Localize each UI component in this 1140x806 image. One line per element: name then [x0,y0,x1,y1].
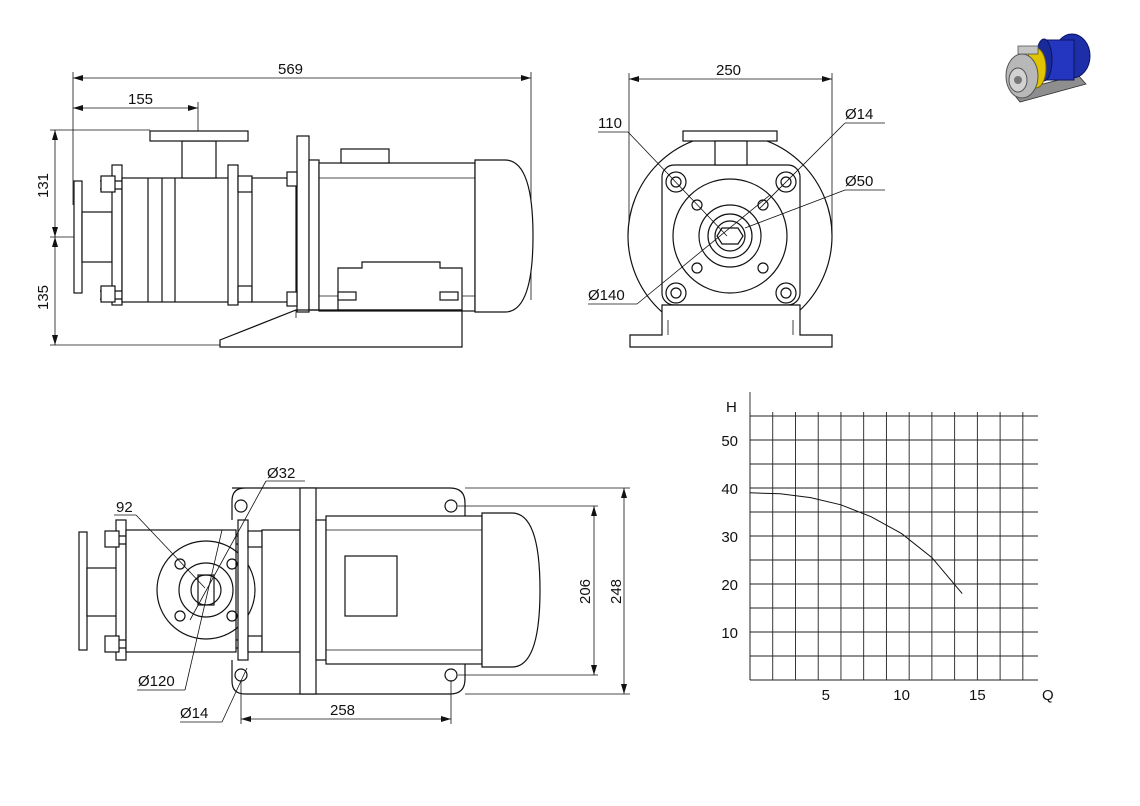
height-lower-label: 135 [35,285,52,310]
top-flange-dia-label: Ø120 [138,673,175,690]
top-port-dia-label: Ø32 [267,465,295,482]
chart-grid [749,392,1038,681]
chart-series-line [749,492,963,594]
side-view: 569 155 131 135 [35,61,534,348]
front-view: 250 110 Ø14 Ø50 Ø140 [588,62,885,348]
chart-ticks: 5 10 15 10 20 30 40 50 [721,433,985,704]
chart-y-axis-label: H [726,399,737,416]
top-view: 206 248 258 92 Ø32 Ø120 Ø14 [78,465,630,724]
chart-y-tick-label: 30 [721,529,738,546]
chart-y-tick-label: 20 [721,577,738,594]
overall-length-label: 569 [278,61,303,78]
chart-x-axis-label: Q [1042,687,1054,704]
front-shaft-dia-label: Ø50 [845,173,873,190]
foot-spacing-label: 258 [330,702,355,719]
chart-y-tick-label: 10 [721,625,738,642]
chart-x-tick-label: 10 [893,687,910,704]
front-hole-dia-label: Ø14 [845,106,873,123]
top-bolt-circle-label: 92 [116,499,133,516]
front-bolt-circle-label: 110 [598,115,622,132]
front-width-label: 250 [716,62,741,79]
height-upper-label: 131 [35,173,52,198]
chart-y-tick-label: 50 [721,433,738,450]
chart-y-tick-label: 40 [721,481,738,498]
performance-chart: 5 10 15 10 20 30 40 50 Q H [721,392,1054,704]
inlet-offset-label: 155 [128,91,153,108]
chart-x-tick-label: 15 [969,687,986,704]
foot-width-outer-label: 248 [608,579,625,604]
chart-x-tick-label: 5 [822,687,830,704]
top-hole-dia-label: Ø14 [180,705,208,722]
front-flange-dia-label: Ø140 [588,287,625,304]
pump-3d-render-icon [1005,33,1091,103]
foot-width-inner-label: 206 [577,579,594,604]
